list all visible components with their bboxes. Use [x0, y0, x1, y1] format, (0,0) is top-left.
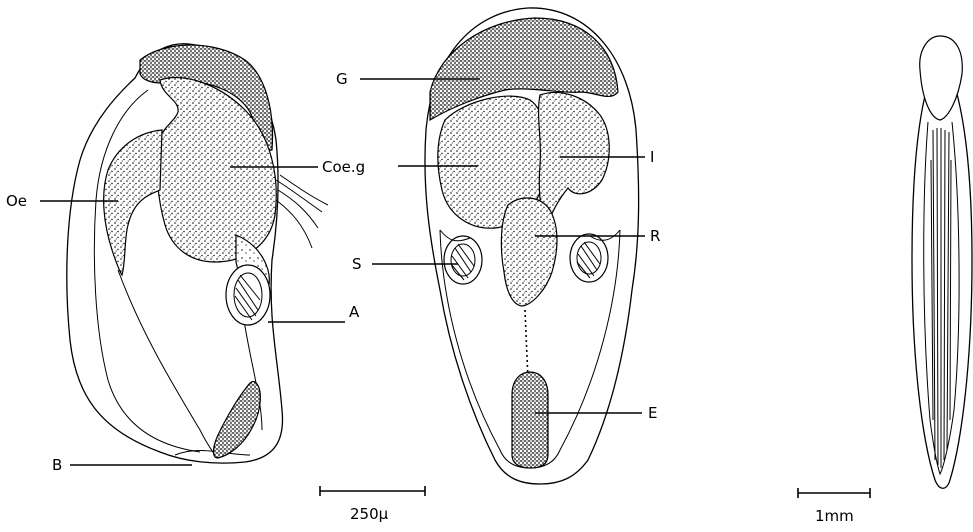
label-Coe-g: Coe.g	[322, 158, 365, 176]
scale-bar-left: 250µ	[320, 486, 425, 523]
label-E: E	[648, 404, 657, 422]
body-wall-line-2	[175, 451, 250, 455]
label-A: A	[349, 303, 360, 321]
stoma-right	[570, 234, 608, 282]
label-S: S	[352, 255, 362, 273]
scale-bar-right: 1mm	[798, 488, 870, 525]
body-wall-line	[118, 270, 215, 455]
posterior-organ-dorsal	[512, 372, 548, 468]
connecting-dotted-line	[525, 310, 528, 380]
whole-animal-outline	[912, 60, 972, 488]
proboscis	[920, 36, 963, 120]
label-Oe: Oe	[6, 192, 27, 210]
scale-bar-right-label: 1mm	[815, 507, 854, 525]
stoma-left	[444, 236, 482, 284]
anal-sac	[226, 265, 270, 325]
label-I: I	[650, 148, 654, 166]
lateral-view-figure	[67, 44, 328, 463]
oesophagus	[104, 130, 162, 275]
scale-bar-left-label: 250µ	[350, 505, 389, 523]
support-threads	[276, 175, 328, 248]
label-B: B	[52, 456, 62, 474]
trunk-striations	[931, 128, 951, 468]
intestine	[539, 92, 610, 225]
label-G: G	[336, 70, 348, 88]
label-R: R	[650, 227, 660, 245]
whole-animal-figure	[912, 36, 972, 488]
rectum	[501, 198, 557, 306]
posterior-organ-lateral	[214, 381, 261, 458]
